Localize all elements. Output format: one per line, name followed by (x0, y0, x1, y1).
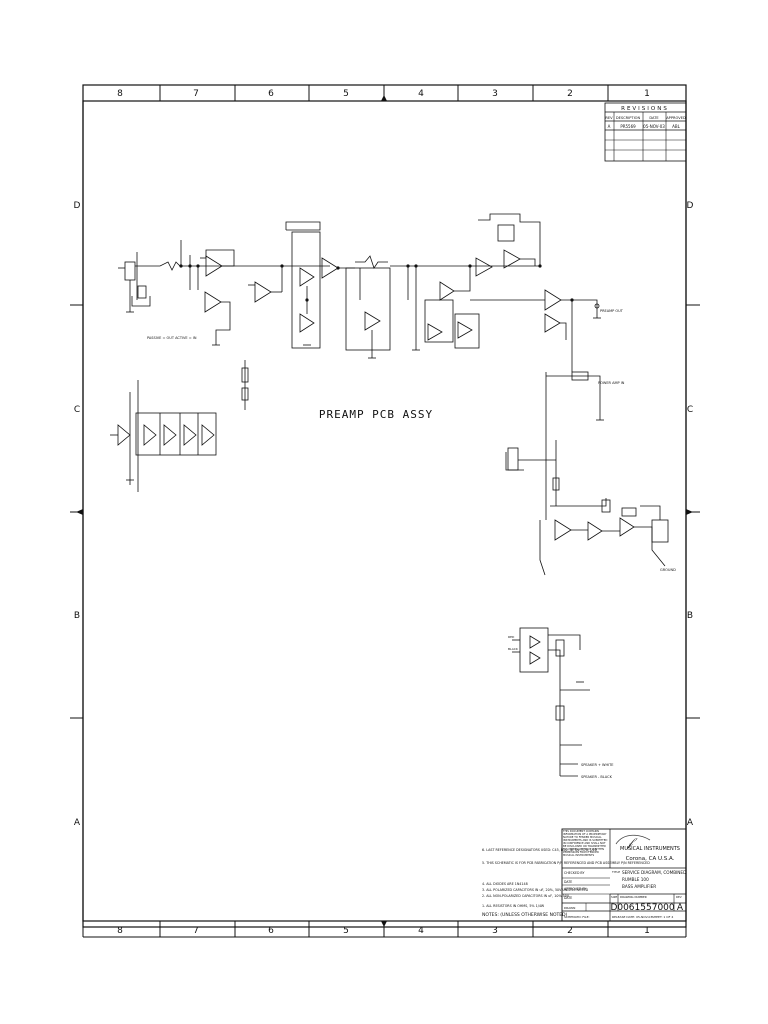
note-line: 6. LAST REFERENCE DESIGNATORS USED: C45,… (482, 848, 597, 852)
zone-row-label: C (74, 405, 80, 415)
ground-symbols (126, 311, 601, 410)
ground-label: GROUND (660, 568, 676, 572)
speaker-black-label: SPEAKER - BLACK (581, 775, 613, 779)
power-amp-in-label: POWER AMP IN (598, 381, 625, 385)
inner-frame (82, 100, 687, 922)
zone-ticks (70, 85, 700, 938)
rev-label: REV (676, 895, 682, 899)
date-label: DATE (564, 896, 572, 900)
release-date: RELEASE DATE: 05-NOV-03 (612, 915, 652, 919)
wire-black-label: BLACK (508, 647, 519, 651)
company-location: Corona, CA U.S.A. (626, 856, 675, 862)
title-line: RUMBLE 100 (622, 877, 649, 882)
drawing-number: 0061557000 (617, 903, 675, 913)
rev-header-date: DATE (649, 116, 659, 120)
zone-labels-bottom: 8 7 6 5 4 3 2 1 (117, 926, 650, 936)
passive-active-label: PASSIVE = OUT ACTIVE = IN (147, 336, 197, 340)
rev-header-description: DESCRIPTION (616, 116, 641, 120)
note-line: 5. THIS SCHEMATIC IS FOR PCB FABRICATION… (482, 861, 650, 865)
zone-row-label: D (687, 201, 694, 211)
rev-cell: A (608, 124, 611, 129)
zone-col-label: 7 (193, 926, 199, 936)
power-amp-chain (505, 371, 669, 576)
section-label: PREAMP PCB ASSY (319, 408, 433, 421)
approved-by-label: APPROVED BY (564, 887, 586, 891)
proprietary-notice: THIS DOCUMENT CONTAINS INFORMATION OF A … (563, 830, 608, 857)
center-marker-bottom (381, 921, 387, 927)
rev-cell: ABL (672, 124, 680, 129)
rev-header-approved: APPROVED (666, 116, 686, 120)
company-name: MUSICAL INSTRUMENTS (620, 846, 680, 852)
notes-block: 6. LAST REFERENCE DESIGNATORS USED: C45,… (482, 848, 650, 918)
wire-red-label: RED (508, 635, 515, 639)
zone-row-label: A (74, 818, 81, 828)
zone-row-label: B (687, 611, 693, 621)
preamp-signal-chain (118, 213, 600, 372)
drawn-label: DRAWN (564, 906, 575, 910)
zone-col-label: 2 (567, 926, 573, 936)
zone-col-label: 3 (492, 89, 498, 99)
schematic-file-label: SCHEMATIC FILE: (564, 915, 590, 919)
zone-row-label: B (74, 611, 80, 621)
rev-cell: 05-NOV-03 (643, 124, 665, 129)
zone-row-label: D (74, 201, 81, 211)
date-label: DATE (564, 880, 572, 884)
drawing-number-label: DRAWING NUMBER (620, 895, 647, 899)
sheet-number: SHEET: 1 OF 4 (652, 915, 673, 919)
title-line: BASS AMPLIFIER (622, 884, 656, 889)
rev-value: A (677, 903, 684, 913)
zone-col-label: 2 (567, 89, 573, 99)
zone-col-label: 5 (343, 926, 349, 936)
company-logo: 𝒻 (626, 835, 637, 849)
title-label: TITLE (611, 870, 620, 874)
power-supply-ladder (110, 380, 217, 492)
note-line: 4. ALL DIODES ARE 1N4148 (482, 882, 528, 886)
zone-col-label: 8 (117, 926, 123, 936)
zone-col-label: 8 (117, 89, 123, 99)
notes-heading: NOTES: (UNLESS OTHERWISE NOTED) (482, 912, 568, 918)
zone-row-label: A (687, 818, 694, 828)
zone-col-label: 7 (193, 89, 199, 99)
revisions-title: REVISIONS (621, 106, 669, 112)
rev-cell: PR5569 (620, 124, 636, 129)
size-label: SIZE (611, 895, 618, 899)
checked-by-label: CHECKED BY (564, 871, 584, 875)
size-value: D (611, 903, 618, 913)
center-marker-left (76, 509, 83, 515)
zone-col-label: 6 (268, 89, 274, 99)
speaker-white-label: SPEAKER + WHITE (581, 763, 614, 767)
title-line: SERVICE DIAGRAM, COMBINED (622, 870, 686, 875)
center-marker-top (381, 95, 387, 101)
revisions-table: REVISIONS REV DESCRIPTION DATE APPROVED … (604, 102, 687, 162)
zone-col-label: 1 (644, 926, 650, 936)
note-line: 1. ALL RESISTORS IN OHMS, 5% 1/4W (482, 904, 545, 908)
zone-col-label: 1 (644, 89, 650, 99)
zone-labels-sides: D C B A D C B A (74, 201, 694, 828)
zone-col-label: 6 (268, 926, 274, 936)
note-line: 3. ALL POLARIZED CAPACITORS IN uF, 20%, … (482, 888, 589, 892)
component-marks (179, 264, 574, 302)
rev-header-rev: REV (605, 116, 613, 120)
zone-col-label: 3 (492, 926, 498, 936)
title-block: THIS DOCUMENT CONTAINS INFORMATION OF A … (561, 828, 687, 922)
note-line: 2. ALL NON-POLARIZED CAPACITORS IN uF, 1… (482, 894, 570, 898)
logo-swash (615, 834, 651, 845)
center-marker-right (686, 509, 693, 515)
preamp-out-label: PREAMP OUT (600, 309, 624, 313)
zone-row-label: C (687, 405, 693, 415)
zone-labels-top: 8 7 6 5 4 3 2 1 (117, 89, 650, 99)
speaker-output (512, 627, 590, 777)
zone-col-label: 5 (343, 89, 349, 99)
zone-col-label: 4 (418, 926, 424, 936)
zone-col-label: 4 (418, 89, 424, 99)
